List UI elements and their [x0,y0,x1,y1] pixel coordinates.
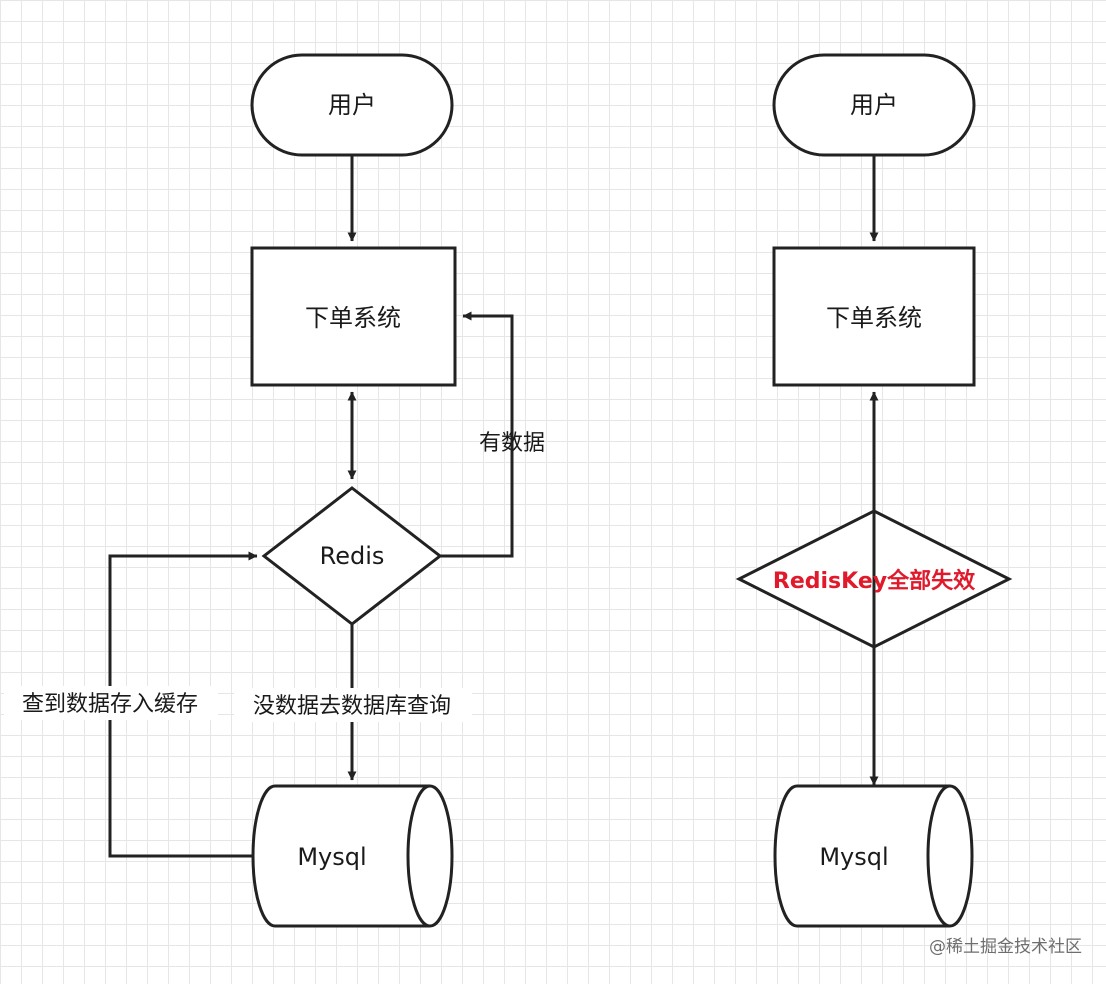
right-rediskey-label: RedisKey全部失效 [773,568,975,594]
edge-label-no-data: 没数据去数据库查询 [253,694,451,719]
left-flow: 用户 下单系统 Redis 有数据 没数据去数据库查询 Mysql [4,53,545,928]
right-mysql-node[interactable]: Mysql [773,784,974,928]
left-redis-decision-node[interactable]: Redis [261,486,443,626]
right-order-system-label: 下单系统 [826,304,922,332]
left-user-node[interactable]: 用户 [250,53,454,157]
left-mysql-label: Mysql [297,843,366,871]
left-user-label: 用户 [328,91,376,119]
right-flow: 用户 下单系统 RedisKey全部失效 Mysql [735,53,1013,928]
edge-label-store-cache: 查到数据存入缓存 [22,692,198,717]
right-order-system-node[interactable]: 下单系统 [772,246,976,387]
edge-label-no-data-bg [234,688,472,722]
edge-label-has-data: 有数据 [479,431,545,456]
left-redis-label: Redis [320,542,385,570]
edge-left-redis-has-data [440,311,514,558]
left-order-system-node[interactable]: 下单系统 [250,246,457,387]
edge-label-store-cache-bg [4,686,218,720]
left-mysql-node[interactable]: Mysql [251,784,454,928]
left-order-system-label: 下单系统 [305,304,401,332]
right-user-node[interactable]: 用户 [772,53,976,157]
right-mysql-label: Mysql [819,843,888,871]
right-user-label: 用户 [850,91,898,119]
watermark-text: @稀土掘金技术社区 [929,937,1082,957]
